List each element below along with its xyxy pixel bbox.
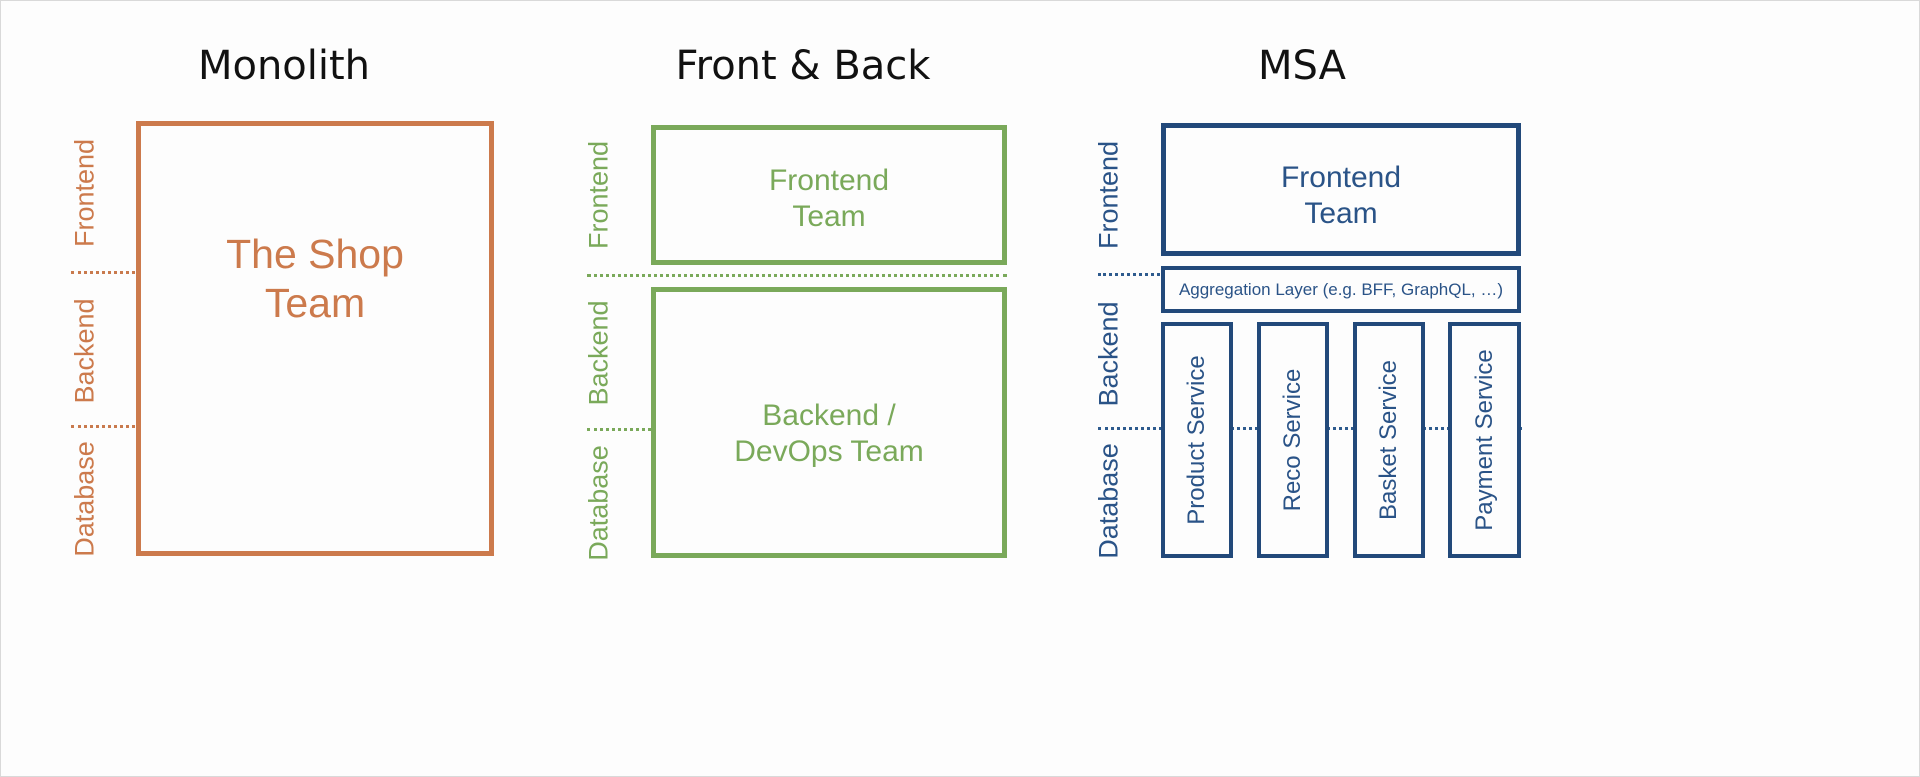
monolith-title: Monolith — [197, 43, 371, 89]
front-back-separator-backend-database — [587, 428, 651, 431]
monolith-separator-backend-database — [71, 425, 135, 428]
monolith-layer-database: Database — [69, 441, 100, 557]
msa-aggregation-layer-box: Aggregation Layer (e.g. BFF, GraphQL, …) — [1161, 266, 1521, 313]
msa-aggregation-layer-label: Aggregation Layer (e.g. BFF, GraphQL, …) — [1178, 280, 1504, 299]
msa-basket-service-label: Basket Service — [1375, 359, 1402, 521]
monolith-team-label: The Shop Team — [226, 231, 404, 327]
msa-title: MSA — [1257, 43, 1347, 89]
monolith-shop-team-box: The Shop Team — [136, 121, 494, 556]
front-back-frontend-team-box: Frontend Team — [651, 125, 1007, 265]
msa-reco-service-box: Reco Service — [1257, 322, 1329, 558]
msa-frontend-team-label: Frontend Team — [1280, 161, 1402, 230]
monolith-separator-frontend-backend — [71, 271, 135, 274]
front-back-separator-frontend-backend — [587, 274, 1007, 277]
front-back-backend-team-label: Backend / DevOps Team — [734, 399, 924, 468]
msa-layer-backend: Backend — [1093, 301, 1124, 407]
front-back-title: Front & Back — [675, 43, 931, 89]
msa-layer-frontend: Frontend — [1093, 140, 1124, 250]
msa-payment-service-box: Payment Service — [1448, 322, 1521, 558]
front-back-layer-database: Database — [583, 445, 614, 561]
msa-product-service-box: Product Service — [1161, 322, 1233, 558]
monolith-layer-backend: Backend — [69, 298, 100, 404]
msa-basket-service-box: Basket Service — [1353, 322, 1425, 558]
front-back-layer-backend: Backend — [583, 300, 614, 406]
front-back-frontend-team-label: Frontend Team — [768, 164, 890, 233]
msa-reco-service-label: Reco Service — [1279, 368, 1306, 512]
msa-payment-service-label: Payment Service — [1470, 349, 1498, 531]
msa-frontend-team-box: Frontend Team — [1161, 123, 1521, 256]
monolith-layer-frontend: Frontend — [69, 138, 100, 248]
msa-product-service-label: Product Service — [1183, 355, 1210, 525]
front-back-backend-team-box: Backend / DevOps Team — [651, 287, 1007, 558]
msa-separator-frontend-backend — [1098, 273, 1160, 276]
msa-layer-database: Database — [1093, 443, 1124, 559]
front-back-layer-frontend: Frontend — [583, 140, 614, 250]
